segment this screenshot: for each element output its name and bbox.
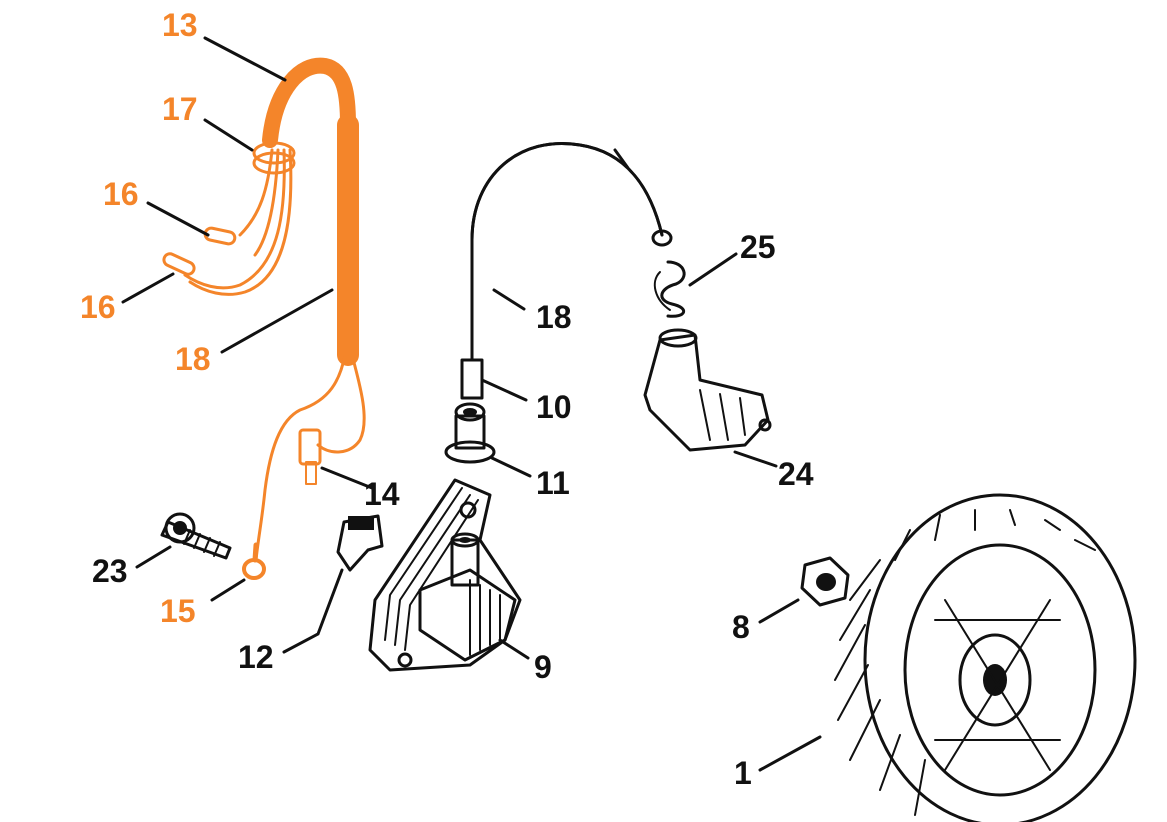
callout-11: 11 xyxy=(536,465,570,501)
screw xyxy=(160,512,232,560)
leader-lines xyxy=(121,36,822,772)
wiring-harness xyxy=(162,57,366,580)
callout-14: 14 xyxy=(364,476,400,512)
callout-16-upper: 16 xyxy=(103,176,139,212)
callout-9: 9 xyxy=(534,649,552,685)
bracket xyxy=(336,514,384,572)
wire-clip xyxy=(252,141,296,165)
spark-plug-boot xyxy=(643,328,772,452)
callout-25: 25 xyxy=(740,229,776,265)
callout-8: 8 xyxy=(732,609,750,645)
callout-24: 24 xyxy=(778,456,814,492)
flywheel xyxy=(834,493,1137,822)
callout-labels: 13 17 16 16 18 14 23 15 12 18 10 11 9 25… xyxy=(80,7,814,791)
lead-sleeve-lower xyxy=(162,252,196,276)
callout-17: 17 xyxy=(162,91,198,127)
ignition-coil xyxy=(368,478,522,672)
callout-23: 23 xyxy=(92,553,128,589)
spade-connector xyxy=(298,428,322,466)
callout-13: 13 xyxy=(162,7,198,43)
callout-15: 15 xyxy=(160,593,196,629)
harness-sheath-loop xyxy=(262,57,356,148)
callout-12: 12 xyxy=(238,639,274,675)
harness-wire-ground xyxy=(254,353,347,562)
contact-spring xyxy=(653,260,686,318)
callout-10: 10 xyxy=(536,389,572,425)
grommet xyxy=(444,402,496,464)
nut xyxy=(800,556,850,607)
ignition-lead xyxy=(460,142,673,400)
callout-18-harness: 18 xyxy=(175,341,211,377)
harness-wire-ground-b xyxy=(316,353,366,454)
ring-terminal xyxy=(242,558,266,580)
callout-16-lower: 16 xyxy=(80,289,116,325)
callout-1: 1 xyxy=(734,755,752,791)
callout-18-lead: 18 xyxy=(536,299,572,335)
